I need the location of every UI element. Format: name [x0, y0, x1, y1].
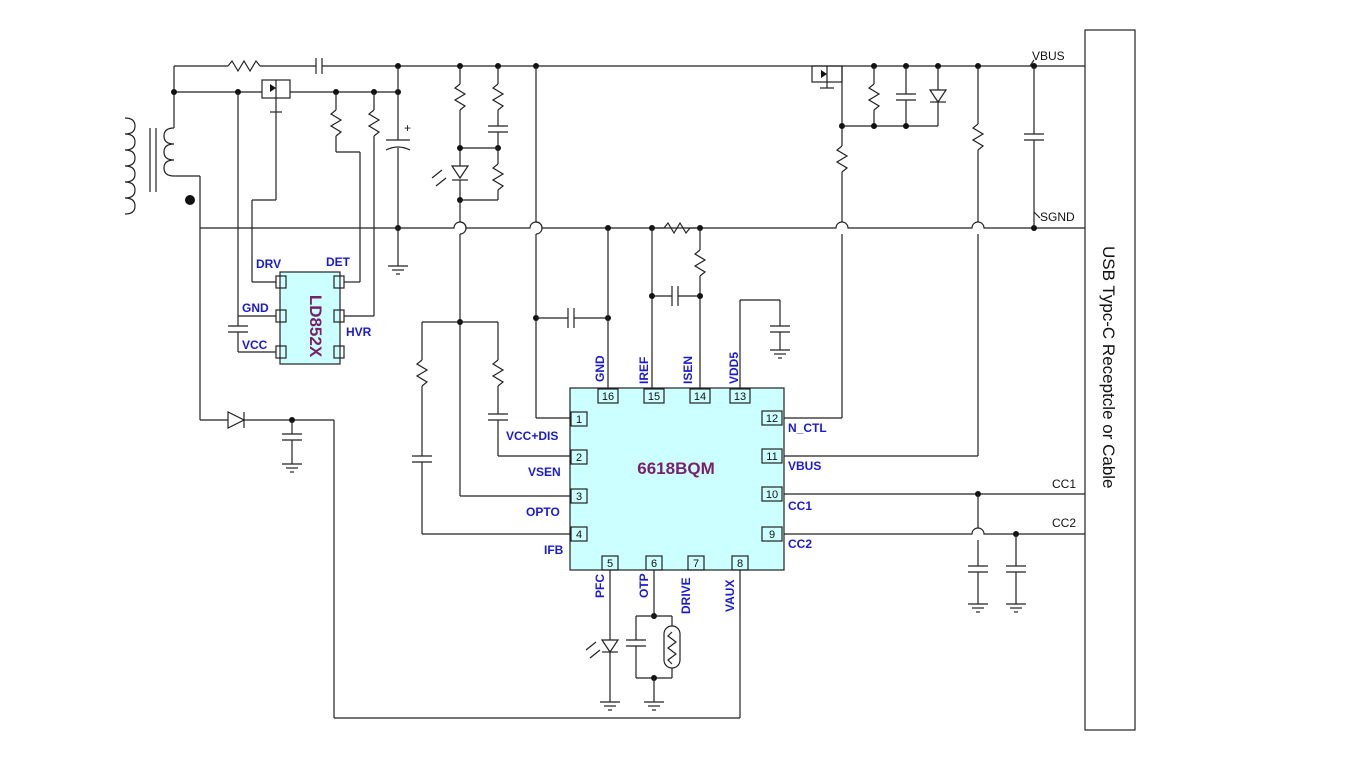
- pin-vcc-dis: VCC+DIS: [506, 429, 558, 443]
- ld-pin-gnd: GND: [242, 301, 269, 315]
- pin-num-11: 11: [766, 451, 777, 463]
- pin-pfc: PFC: [593, 574, 607, 598]
- transformer: [124, 117, 195, 215]
- ld-pin-drv: DRV: [256, 257, 281, 271]
- pin-num-8: 8: [737, 558, 743, 570]
- pin-num-7: 7: [693, 558, 699, 570]
- mosfet-primary: [251, 79, 291, 283]
- ld852x-chip: LD852X DRV DET GND VCC HVR: [242, 255, 372, 365]
- pin-vdd5: VDD5: [727, 352, 741, 384]
- pin-num-6: 6: [651, 558, 657, 570]
- pin-num-1: 1: [576, 414, 582, 426]
- net-vbus: VBUS: [1032, 49, 1065, 63]
- pin-cc2: CC2: [788, 537, 812, 551]
- pin-opto: OPTO: [526, 505, 560, 519]
- aux-wiring: [199, 228, 741, 719]
- pin-num-5: 5: [607, 558, 613, 570]
- sgnd-rail: SGND: [200, 210, 1085, 231]
- pin-gnd: GND: [593, 355, 607, 382]
- pin-isen: ISEN: [681, 356, 695, 384]
- pin-n-ctl: N_CTL: [788, 421, 827, 435]
- pin-cc1: CC1: [788, 499, 812, 513]
- pin-num-4: 4: [576, 529, 582, 541]
- svg-text:+: +: [404, 121, 411, 135]
- net-sgnd: SGND: [1040, 210, 1075, 224]
- pin-iref: IREF: [637, 357, 651, 384]
- output-wiring: VBUS CC1 CC2: [784, 49, 1085, 613]
- pin-num-16: 16: [602, 391, 614, 403]
- net-cc2: CC2: [1052, 516, 1076, 530]
- opto-network: [412, 63, 570, 535]
- pin-num-9: 9: [769, 529, 775, 541]
- net-cc1: CC1: [1052, 477, 1076, 491]
- pin-num-14: 14: [694, 391, 706, 403]
- pin-num-15: 15: [648, 391, 660, 403]
- usb-connector: USB Typc-C Receptcle or Cable: [1084, 29, 1136, 731]
- pin-otp: OTP: [637, 573, 651, 598]
- pin-drive: DRIVE: [679, 577, 693, 614]
- primary-wiring: +: [171, 58, 1085, 353]
- pin-num-3: 3: [576, 491, 582, 503]
- main-chip-name: 6618BQM: [637, 459, 714, 478]
- mosfet-output: [811, 65, 843, 89]
- ld-pin-det: DET: [326, 255, 351, 269]
- ld-pin-hvr: HVR: [346, 325, 372, 339]
- ld-pin-vcc: VCC: [242, 338, 268, 352]
- pin-vbus: VBUS: [788, 459, 821, 473]
- pin-vaux: VAUX: [723, 580, 737, 612]
- usb-connector-label: USB Typc-C Receptcle or Cable: [1099, 246, 1118, 489]
- vcc-gnd-wiring: [533, 63, 791, 419]
- pin-ifb: IFB: [544, 543, 564, 557]
- pin-num-2: 2: [576, 452, 582, 464]
- main-chip: 6618BQM 1 2 3 4 VCC+DIS VSEN OPTO IFB 5 …: [506, 352, 827, 614]
- ld852x-name: LD852X: [306, 295, 325, 358]
- pin-num-12: 12: [766, 413, 778, 425]
- pin-num-13: 13: [734, 391, 746, 403]
- pin-vsen: VSEN: [528, 465, 561, 479]
- pin-num-10: 10: [766, 489, 778, 501]
